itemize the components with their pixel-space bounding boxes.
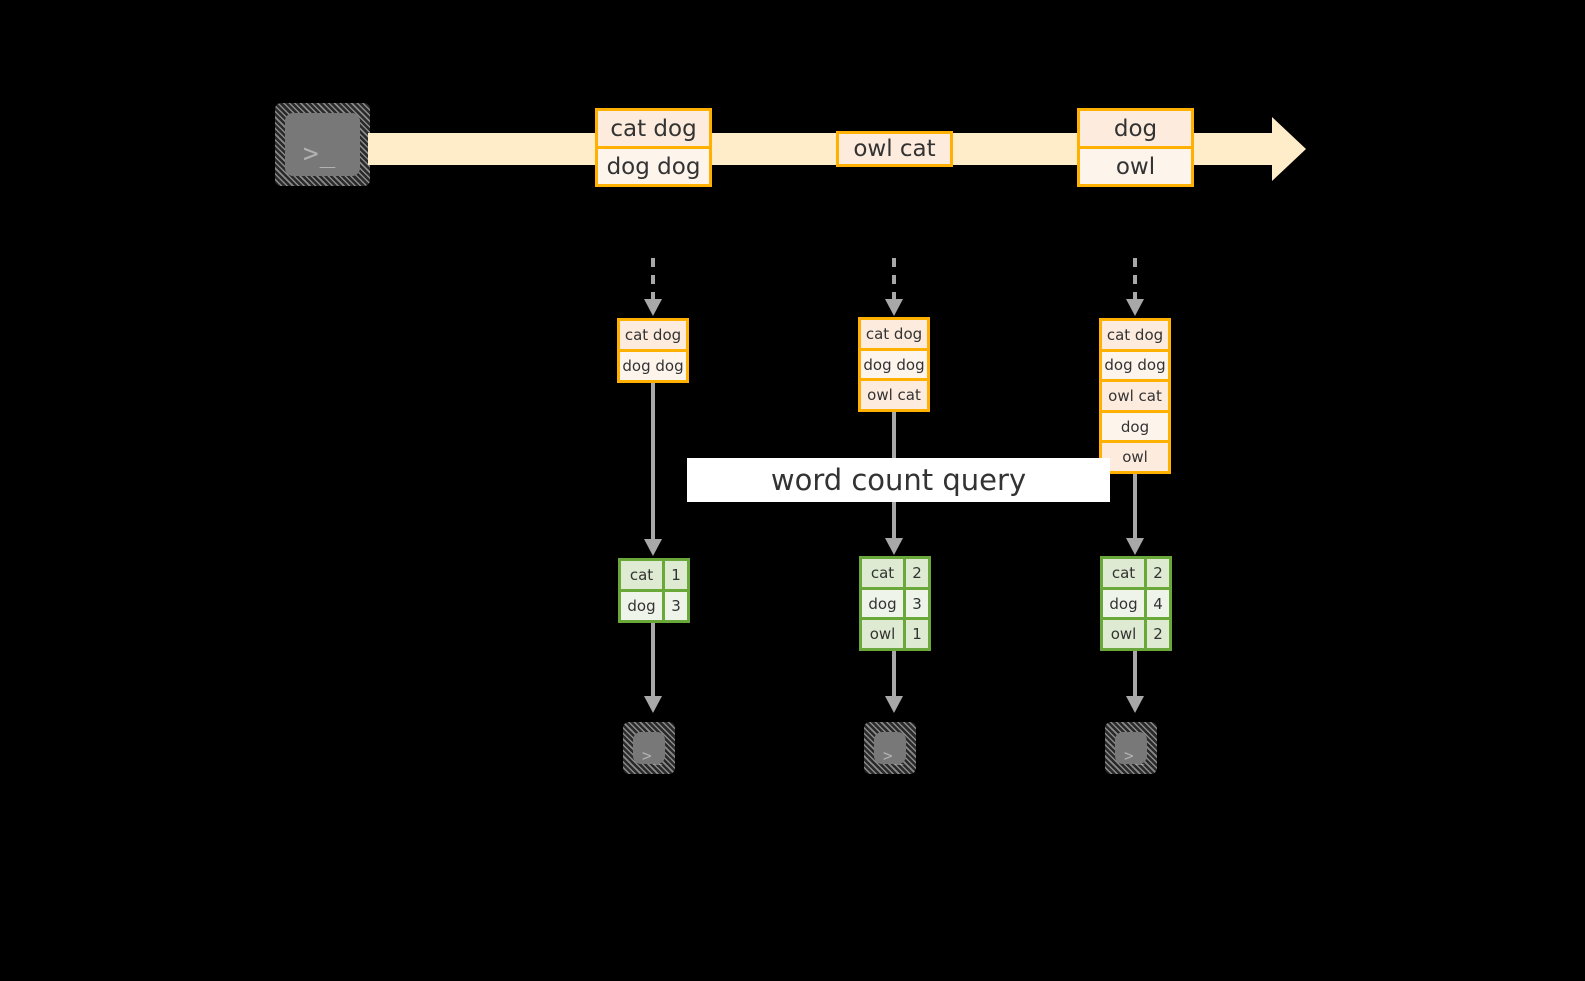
sink-terminal-icon-3: >_ (1105, 722, 1157, 774)
stream-to-snapshot-arrow-2 (885, 258, 903, 318)
result-row: cat 2 (862, 559, 928, 590)
terminal-body (285, 113, 360, 176)
snapshot-input-2: cat dog dog dog owl cat (858, 317, 930, 412)
snapshot-input-line: dog dog (1102, 351, 1168, 383)
snapshot-result-3: cat 2 dog 4 owl 2 (1100, 556, 1172, 651)
result-to-sink-arrow-2 (885, 651, 903, 715)
result-word: dog (621, 592, 665, 620)
result-count: 2 (1147, 559, 1169, 587)
result-count: 2 (1147, 620, 1169, 648)
result-row: dog 3 (862, 589, 928, 621)
snapshot-input-line: cat dog (861, 320, 927, 351)
terminal-body (1115, 732, 1147, 764)
snapshot-input-line: cat dog (620, 321, 686, 352)
snapshot-input-line: dog dog (861, 350, 927, 382)
result-word: cat (621, 561, 665, 589)
result-count: 1 (665, 561, 687, 589)
result-to-sink-arrow-1 (644, 623, 662, 715)
snapshot-result-1: cat 1 dog 3 (618, 558, 690, 623)
result-count: 1 (906, 620, 928, 648)
result-count: 2 (906, 559, 928, 587)
terminal-prompt-glyph: >_ (883, 746, 905, 765)
sink-terminal-icon-2: >_ (864, 722, 916, 774)
stream-arrow-head (1272, 117, 1306, 181)
terminal-body (874, 732, 906, 764)
terminal-body (633, 732, 665, 764)
result-row: cat 1 (621, 561, 687, 592)
result-word: cat (1103, 559, 1147, 587)
sink-terminal-icon-1: >_ (623, 722, 675, 774)
snapshot-result-2: cat 2 dog 3 owl 1 (859, 556, 931, 651)
stream-record-line: dog (1080, 111, 1191, 149)
stream-record-group-1: cat dog dog dog (595, 108, 712, 187)
stream-to-snapshot-arrow-3 (1126, 258, 1144, 318)
snapshot-input-3: cat dog dog dog owl cat dog owl (1099, 318, 1171, 474)
result-word: owl (862, 620, 906, 648)
snapshot-input-1: cat dog dog dog (617, 318, 689, 383)
result-count: 3 (906, 589, 928, 618)
query-label-text: word count query (770, 463, 1027, 497)
result-word: dog (862, 589, 906, 618)
terminal-prompt-glyph: >_ (642, 746, 664, 765)
result-row: dog 4 (1103, 589, 1169, 621)
snapshot-input-line: dog dog (620, 352, 686, 380)
query-arrow-3 (1126, 474, 1144, 557)
result-row: owl 1 (862, 620, 928, 648)
stream-record-line: dog dog (598, 149, 709, 184)
source-terminal-icon: >_ (275, 103, 370, 186)
stream-record-line: owl cat (839, 134, 950, 164)
snapshot-input-line: dog (1102, 412, 1168, 444)
result-word: cat (862, 559, 906, 587)
snapshot-input-line: owl cat (861, 381, 927, 409)
result-row: cat 2 (1103, 559, 1169, 590)
result-count: 3 (665, 592, 687, 620)
query-arrow-1 (644, 383, 662, 558)
snapshot-input-line: owl cat (1102, 382, 1168, 413)
result-count: 4 (1147, 589, 1169, 618)
snapshot-input-line: owl (1102, 443, 1168, 471)
stream-to-snapshot-arrow-1 (644, 258, 662, 318)
stream-record-line: owl (1080, 149, 1191, 184)
terminal-prompt-glyph: >_ (303, 139, 337, 169)
result-to-sink-arrow-3 (1126, 651, 1144, 715)
result-word: dog (1103, 589, 1147, 618)
result-word: owl (1103, 620, 1147, 648)
result-row: dog 3 (621, 592, 687, 620)
query-label: word count query (687, 458, 1110, 502)
stream-record-line: cat dog (598, 111, 709, 149)
terminal-prompt-glyph: >_ (1124, 746, 1146, 765)
stream-record-group-2: owl cat (836, 131, 953, 167)
snapshot-input-line: cat dog (1102, 321, 1168, 352)
stream-record-group-3: dog owl (1077, 108, 1194, 187)
result-row: owl 2 (1103, 620, 1169, 648)
